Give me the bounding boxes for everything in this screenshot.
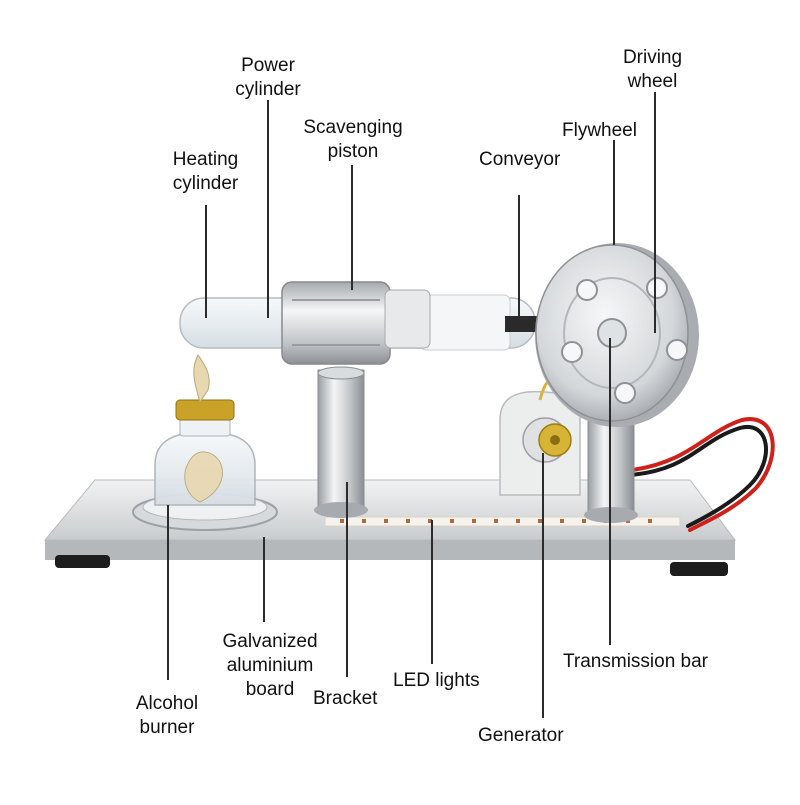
label-galvanized-board: Galvanized aluminium board [222, 631, 318, 700]
label-power-cylinder: Power cylinder [235, 55, 301, 100]
alcohol-burner [132, 354, 278, 531]
label-heating-cylinder: Heating cylinder [172, 149, 239, 194]
label-alcohol-burner: Alcohol burner [135, 693, 199, 738]
label-bracket: Bracket [313, 688, 378, 709]
label-led-lights: LED lights [393, 670, 480, 691]
label-scavenging-piston: Scavenging piston [303, 117, 403, 162]
label-conveyor: Conveyor [479, 149, 561, 170]
leader-lines [167, 92, 656, 718]
bracket [314, 366, 368, 518]
generator-wires [628, 417, 775, 532]
generator [499, 375, 581, 496]
rubber-foot-left [55, 555, 110, 568]
label-transmission-bar: Transmission bar [563, 651, 709, 672]
label-generator: Generator [478, 725, 564, 746]
label-flywheel: Flywheel [562, 120, 637, 141]
power-cylinder [281, 281, 431, 365]
flywheel [535, 243, 699, 427]
label-driving-wheel: Driving wheel [622, 47, 683, 92]
rubber-foot-right [670, 562, 728, 576]
